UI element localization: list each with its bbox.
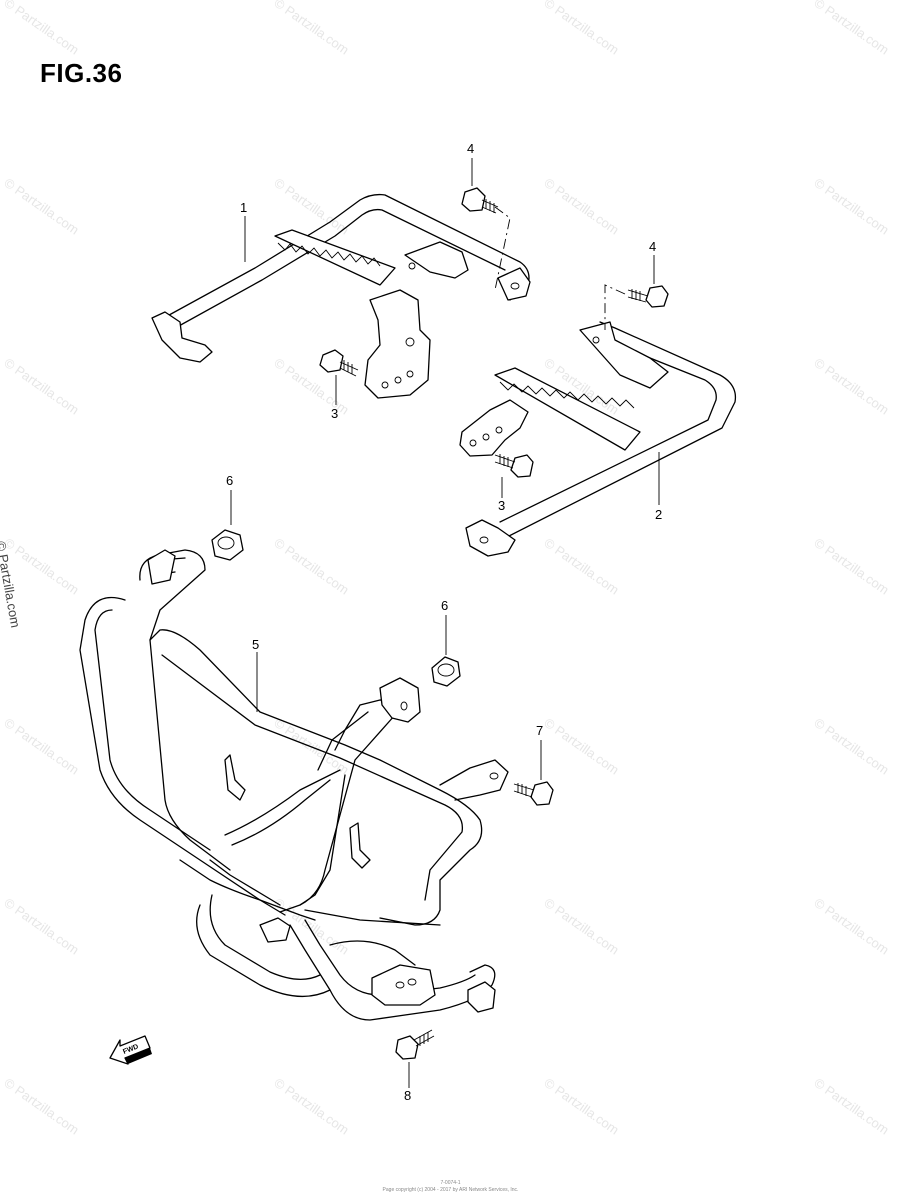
callout-labels: 1 2 3 3 4 4 5 6 6 7 8 bbox=[226, 141, 662, 1103]
part-5-front-guard[interactable] bbox=[79, 549, 509, 1021]
part-4-bolt-right[interactable] bbox=[627, 285, 669, 308]
fwd-arrow-icon: FWD bbox=[109, 1035, 152, 1065]
callout-4-left: 4 bbox=[467, 141, 474, 156]
figure-title: FIG.36 bbox=[40, 58, 123, 88]
part-3-bolt-left[interactable] bbox=[319, 349, 359, 377]
footer-copyright: Page copyright (c) 2004 - 2017 by ARI Ne… bbox=[382, 1187, 519, 1193]
callout-6-upper: 6 bbox=[226, 473, 233, 488]
part-6-plug-lower[interactable] bbox=[431, 656, 461, 687]
leader-lines bbox=[230, 158, 660, 1088]
callout-2: 2 bbox=[655, 507, 662, 522]
callout-3-right: 3 bbox=[498, 498, 505, 513]
footer-code: 7-0074-1 bbox=[440, 1180, 461, 1186]
callout-4-right: 4 bbox=[649, 239, 656, 254]
callout-3-left: 3 bbox=[331, 406, 338, 421]
part-7-bolt[interactable] bbox=[513, 781, 554, 806]
callout-7: 7 bbox=[536, 723, 543, 738]
callout-5: 5 bbox=[252, 637, 259, 652]
part-6-plug-upper[interactable] bbox=[211, 529, 244, 561]
callout-8: 8 bbox=[404, 1088, 411, 1103]
part-4-bolt-left[interactable] bbox=[461, 187, 499, 214]
alignment-lines bbox=[494, 206, 626, 330]
part-2-footrest-right[interactable] bbox=[459, 321, 737, 557]
part-8-bolt[interactable] bbox=[395, 1029, 435, 1060]
callout-6-lower: 6 bbox=[441, 598, 448, 613]
part-1-footrest-left[interactable] bbox=[151, 193, 531, 399]
callout-1: 1 bbox=[240, 200, 247, 215]
part-3-bolt-right[interactable] bbox=[494, 454, 534, 478]
